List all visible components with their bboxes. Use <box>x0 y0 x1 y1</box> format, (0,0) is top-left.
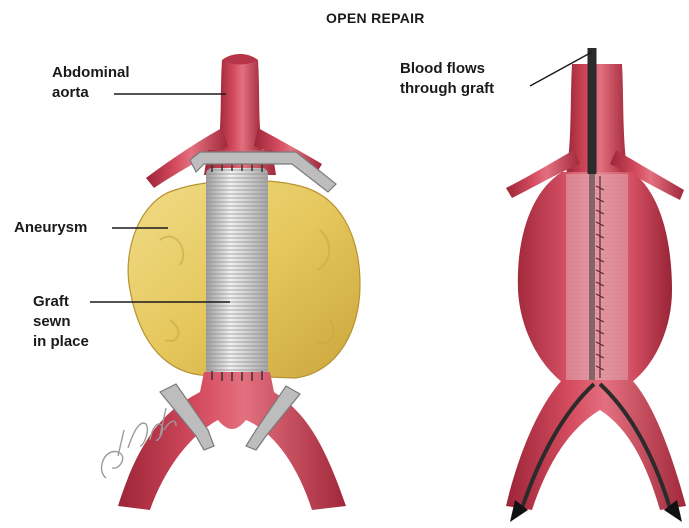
blood-flow-label-line2: through graft <box>400 80 494 98</box>
graft-label-line3: in place <box>33 333 89 351</box>
right-graft-rings <box>566 174 628 380</box>
left-lower-aorta <box>118 372 346 510</box>
right-iliac-limbs <box>506 380 686 510</box>
graft-label-line2: sewn <box>33 313 71 331</box>
left-figure <box>118 54 360 510</box>
figure-title: OPEN REPAIR <box>326 9 425 27</box>
aneurysm-label: Aneurysm <box>14 219 87 237</box>
graft-label-line1: Graft <box>33 293 69 311</box>
abdominal-aorta-label-line1: Abdominal <box>52 64 130 82</box>
left-graft-rings <box>206 168 268 376</box>
blood-flow-label-line1: Blood flows <box>400 60 485 78</box>
right-figure <box>506 48 686 522</box>
abdominal-aorta-label-line2: aorta <box>52 84 89 102</box>
